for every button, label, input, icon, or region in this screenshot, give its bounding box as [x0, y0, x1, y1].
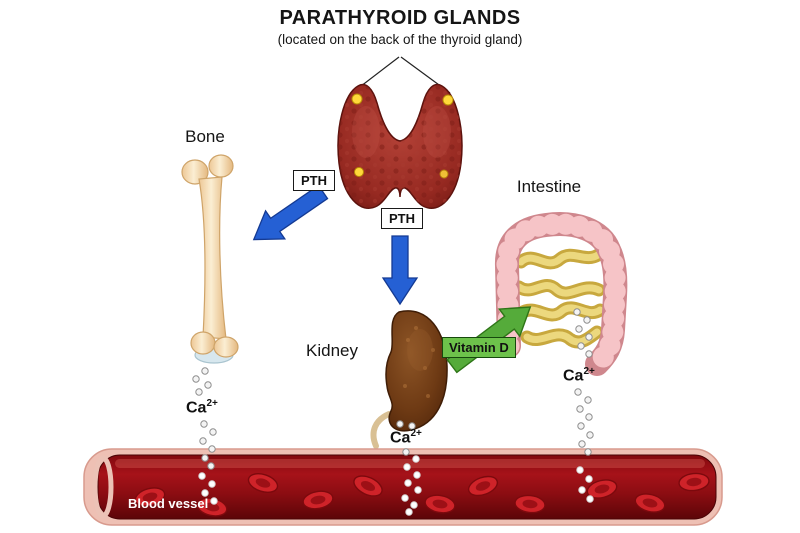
vitamin-d-label: Vitamin D [442, 337, 516, 358]
page-title: PARATHYROID GLANDS [279, 7, 521, 29]
pth-label-kidney: PTH [381, 208, 423, 229]
bone-illustration [181, 154, 239, 364]
kidney-label: Kidney [306, 341, 358, 360]
pth-arrow-to-kidney [381, 235, 419, 306]
bone-label: Bone [185, 127, 225, 146]
pth-label-bone: PTH [293, 170, 335, 191]
parathyroid-glands [351, 93, 454, 179]
page-subtitle: (located on the back of the thyroid glan… [277, 32, 523, 47]
red-blood-cells [134, 472, 710, 517]
blood-vessel-illustration [83, 448, 723, 526]
calcium-label-bone: Ca2+ [186, 398, 218, 417]
calcium-label-kidney: Ca2+ [390, 428, 422, 447]
intestine-illustration [507, 224, 615, 364]
small-intestine [519, 255, 600, 342]
calcium-dots-intestine [573, 308, 594, 503]
intestine-label: Intestine [516, 177, 582, 196]
calcium-dots-bone [192, 367, 218, 505]
thyroid-illustration [337, 83, 463, 209]
kidney-illustration [370, 310, 448, 449]
calcium-label-intestine: Ca2+ [563, 366, 595, 385]
blood-vessel-label: Blood vessel [128, 496, 209, 511]
ureter [370, 411, 392, 449]
calcium-dots-kidney [396, 420, 422, 516]
vessel-opening [92, 455, 114, 519]
